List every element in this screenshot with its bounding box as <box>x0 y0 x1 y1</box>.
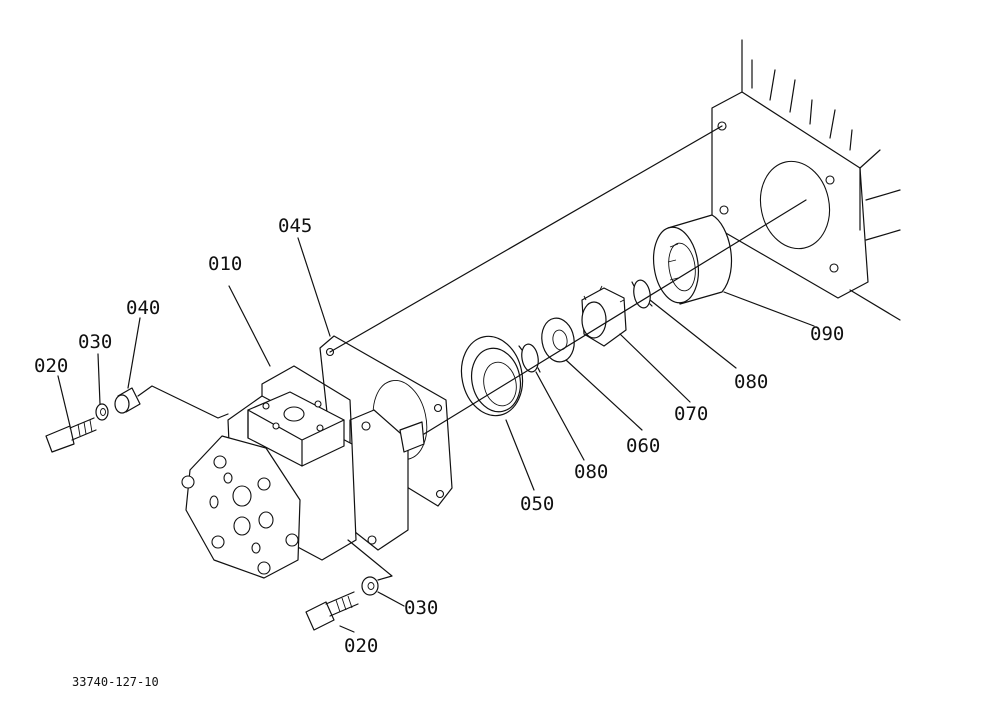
coupling-part <box>581 285 627 347</box>
callout-030-top: 030 <box>78 331 112 353</box>
callout-080-left: 080 <box>574 461 608 483</box>
callout-labels: 010 045 040 030 020 050 080 060 070 080 … <box>34 215 844 689</box>
callout-050: 050 <box>520 493 554 515</box>
callout-040: 040 <box>126 297 160 319</box>
snap-ring-left <box>518 343 541 373</box>
leader-lines <box>57 237 815 633</box>
figure-number: 33740-127-10 <box>72 675 159 689</box>
callout-045: 045 <box>278 215 312 237</box>
assembly-lines <box>137 125 807 581</box>
plate-part <box>541 317 575 363</box>
washer-bottom-part <box>361 576 379 596</box>
sleeve-part <box>652 214 733 305</box>
callout-080-right: 080 <box>734 371 768 393</box>
oil-seal-part <box>460 335 524 417</box>
callout-030-bottom: 030 <box>404 597 438 619</box>
callout-020-bottom: 020 <box>344 635 378 657</box>
bolt-bottom-part <box>305 591 359 631</box>
hydraulic-pump <box>181 365 425 579</box>
callout-060: 060 <box>626 435 660 457</box>
callout-010: 010 <box>208 253 242 275</box>
bolt-top-part <box>45 417 97 453</box>
washer-top-part <box>95 403 109 421</box>
callout-070: 070 <box>674 403 708 425</box>
callout-020-top: 020 <box>34 355 68 377</box>
snap-ring-right <box>631 279 653 309</box>
callout-090: 090 <box>810 323 844 345</box>
collar-part <box>114 387 141 414</box>
transmission-case <box>711 39 901 321</box>
